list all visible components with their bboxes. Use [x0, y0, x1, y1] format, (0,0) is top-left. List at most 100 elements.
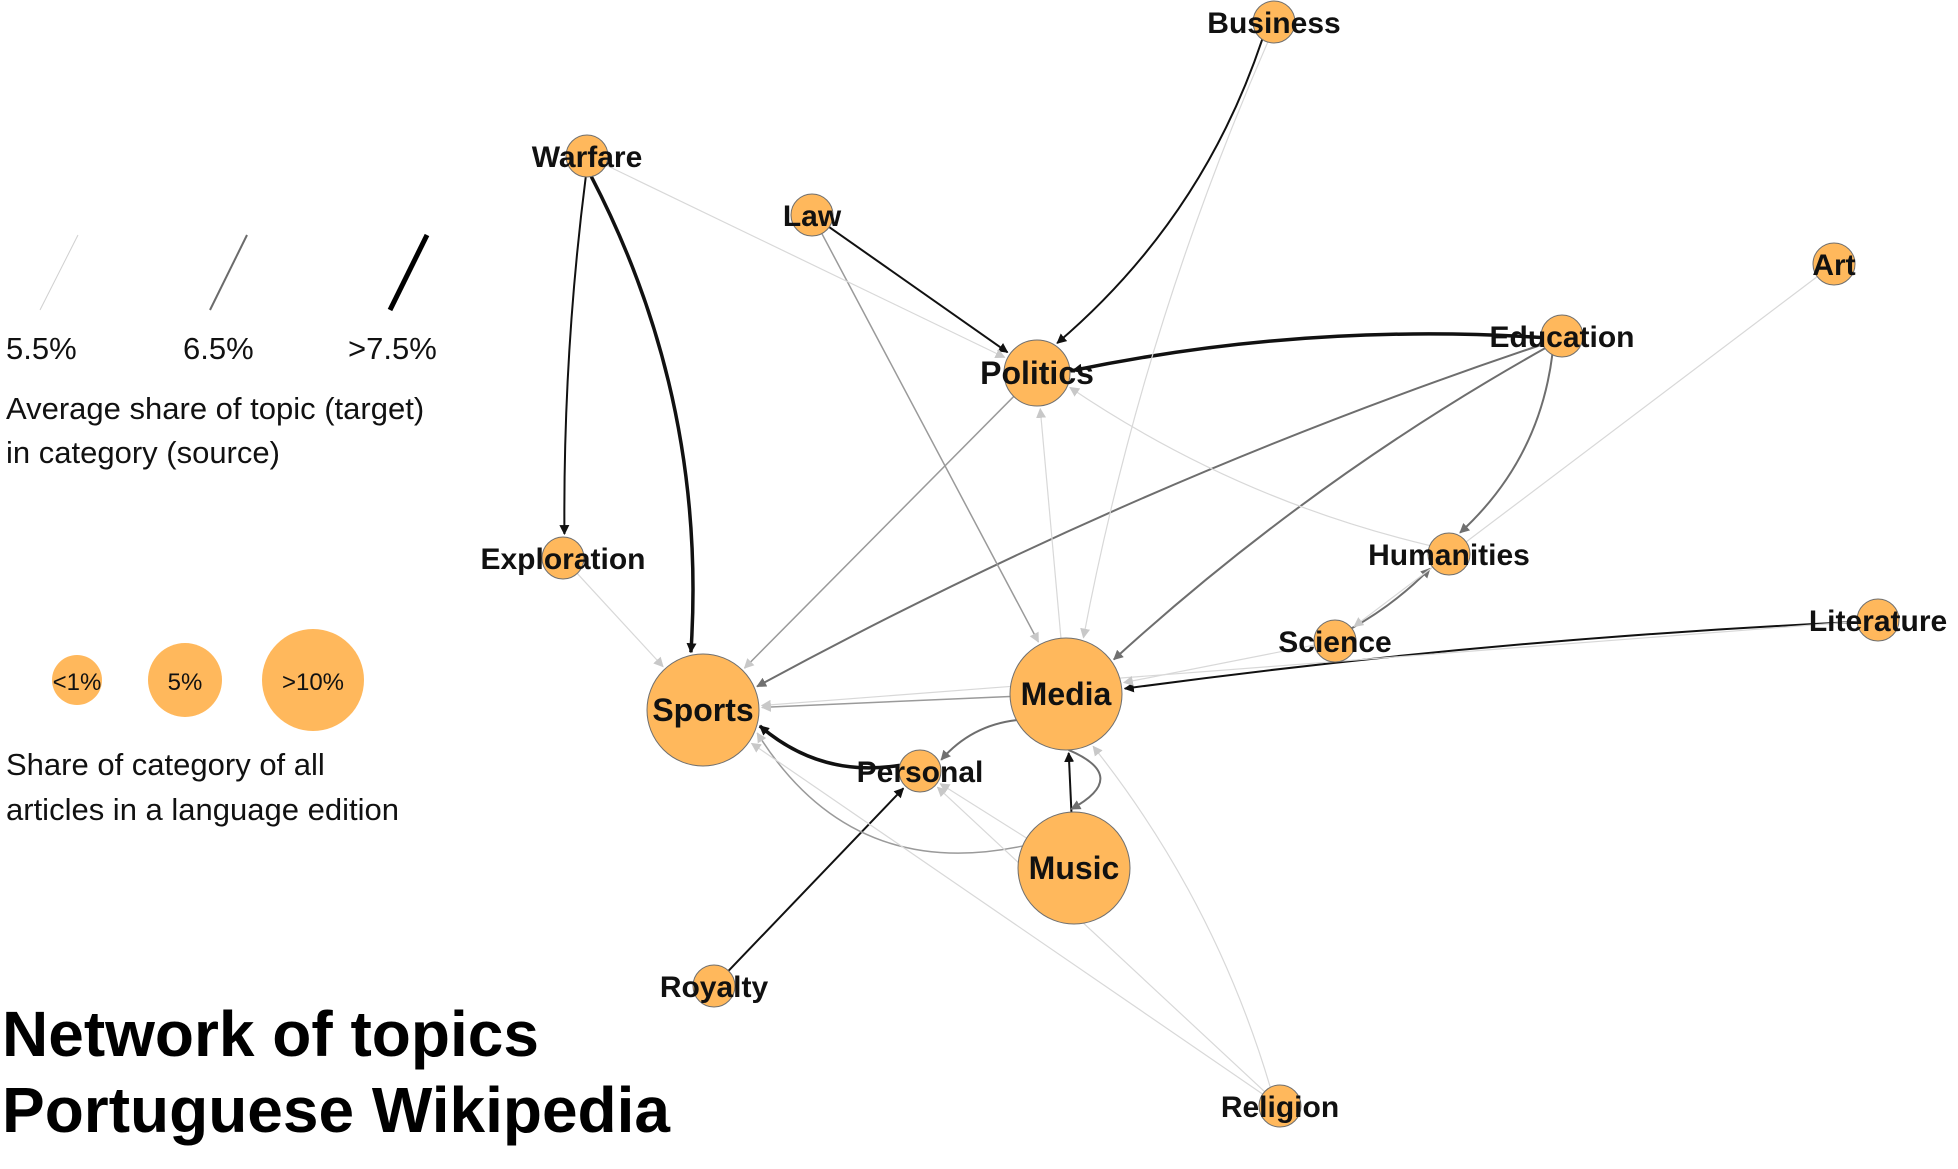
- node-art: Art: [1812, 242, 1856, 286]
- node-circle: [541, 536, 585, 580]
- node-label: Royalty: [660, 971, 769, 1004]
- edge-business-to-politics: [1056, 39, 1264, 344]
- node-label: Humanities: [1368, 539, 1530, 572]
- legend-edge-label: >7.5%: [348, 331, 437, 366]
- edge-music-to-personal: [939, 783, 1027, 839]
- legend-node-label: <1%: [53, 669, 102, 696]
- edge-law-to-media: [821, 233, 1040, 643]
- edge-education-to-politics: [1071, 332, 1542, 374]
- node-circle: [692, 964, 736, 1008]
- legend-node-circle-small: [52, 655, 102, 705]
- edge-warfare-to-sports: [589, 175, 697, 654]
- legend-node-label: 5%: [168, 669, 203, 696]
- node-religion: Religion: [1221, 1084, 1339, 1128]
- node-size-legend: <1% 5% >10% Share of category of all art…: [6, 629, 399, 827]
- node-circle: [1017, 811, 1131, 925]
- node-circle: [1003, 339, 1071, 407]
- edge-literature-to-media: [1123, 620, 1858, 693]
- legend-node-caption: articles in a language edition: [6, 792, 399, 827]
- node-personal: Personal: [857, 749, 984, 793]
- edge-religion-to-sports: [750, 742, 1264, 1095]
- edge-education-to-media: [1113, 347, 1546, 661]
- node-label: Religion: [1221, 1091, 1339, 1124]
- legend-edge-line-medium: [209, 234, 248, 311]
- node-label: Warfare: [532, 141, 643, 174]
- edge-literature-to-sports: [760, 621, 1858, 710]
- node-education: Education: [1489, 314, 1635, 358]
- node-circle: [565, 134, 609, 178]
- node-label: Personal: [857, 756, 984, 789]
- edge-media-to-music: [1068, 749, 1102, 810]
- edge-science-to-media: [1122, 644, 1315, 686]
- legend-node-circle-large: [262, 629, 364, 731]
- node-circle: [1540, 314, 1584, 358]
- node-label: Media: [1021, 676, 1112, 712]
- node-label: Literature: [1809, 605, 1947, 638]
- legend-edge-label: 5.5%: [6, 331, 77, 366]
- node-science: Science: [1278, 619, 1392, 663]
- edge-music-to-media: [1064, 751, 1075, 813]
- edge-media-to-personal: [940, 719, 1017, 761]
- legend-edge-caption: Average share of topic (target): [6, 391, 424, 426]
- node-humanities: Humanities: [1368, 532, 1530, 576]
- node-label: Politics: [980, 355, 1094, 391]
- nodes-layer: BusinessWarfareLawArtEducationPoliticsEx…: [480, 0, 1947, 1128]
- edge-religion-to-personal: [936, 786, 1266, 1093]
- legend-edge-caption: in category (source): [6, 435, 280, 470]
- edge-music-to-sports: [756, 732, 1023, 854]
- page-title: Network of topics Portuguese Wikipedia: [2, 996, 670, 1148]
- node-label: Sports: [652, 692, 753, 728]
- edge-personal-to-sports: [758, 724, 901, 770]
- node-circle: [1252, 0, 1296, 44]
- node-label: Science: [1278, 626, 1391, 659]
- edge-humanities-to-politics: [1069, 386, 1430, 547]
- node-circle: [1009, 637, 1123, 751]
- legend-edge-line-thick: [387, 233, 430, 312]
- legend-edge-line-thin: [39, 234, 79, 311]
- edges-layer: [559, 39, 1858, 1095]
- node-law: Law: [783, 193, 842, 237]
- legend-node-label: >10%: [282, 669, 344, 696]
- node-royalty: Royalty: [660, 964, 769, 1008]
- node-warfare: Warfare: [532, 134, 643, 178]
- edge-warfare-to-exploration: [559, 176, 587, 536]
- legend-node-circle-medium: [148, 643, 222, 717]
- node-circle: [1427, 532, 1471, 576]
- edge-religion-to-media: [1092, 745, 1271, 1088]
- node-circle: [898, 749, 942, 793]
- edge-exploration-to-sports: [576, 573, 664, 668]
- node-literature: Literature: [1809, 598, 1947, 642]
- legend-node-caption: Share of category of all: [6, 747, 325, 782]
- edge-royalty-to-personal: [727, 787, 905, 972]
- edge-media-to-politics: [1036, 407, 1062, 639]
- node-label: Education: [1489, 321, 1634, 354]
- node-exploration: Exploration: [480, 536, 646, 580]
- node-sports: Sports: [646, 653, 760, 767]
- node-circle: [1812, 242, 1856, 286]
- edge-media-to-sports: [760, 695, 1011, 713]
- edge-business-to-media: [1080, 41, 1269, 639]
- edge-art-to-science: [1353, 276, 1818, 628]
- node-business: Business: [1207, 0, 1341, 44]
- node-circle: [1856, 598, 1900, 642]
- edge-education-to-sports: [756, 343, 1544, 688]
- edge-politics-to-sports: [743, 395, 1015, 669]
- node-label: Art: [1812, 249, 1855, 282]
- node-circle: [1313, 619, 1357, 663]
- node-label: Music: [1029, 850, 1120, 886]
- edge-law-to-politics: [828, 226, 1009, 354]
- node-music: Music: [1017, 811, 1131, 925]
- node-media: Media: [1009, 637, 1123, 751]
- edge-education-to-humanities: [1459, 354, 1554, 534]
- node-label: Business: [1207, 7, 1340, 40]
- title-line: Network of topics: [2, 998, 539, 1070]
- edge-warfare-to-politics: [605, 164, 1006, 358]
- title-line: Portuguese Wikipedia: [2, 1074, 670, 1146]
- node-circle: [790, 193, 834, 237]
- node-politics: Politics: [980, 339, 1094, 407]
- edge-width-legend: 5.5% 6.5% >7.5% Average share of topic (…: [6, 233, 437, 470]
- legend-edge-label: 6.5%: [183, 331, 254, 366]
- node-label: Exploration: [480, 543, 645, 576]
- node-circle: [646, 653, 760, 767]
